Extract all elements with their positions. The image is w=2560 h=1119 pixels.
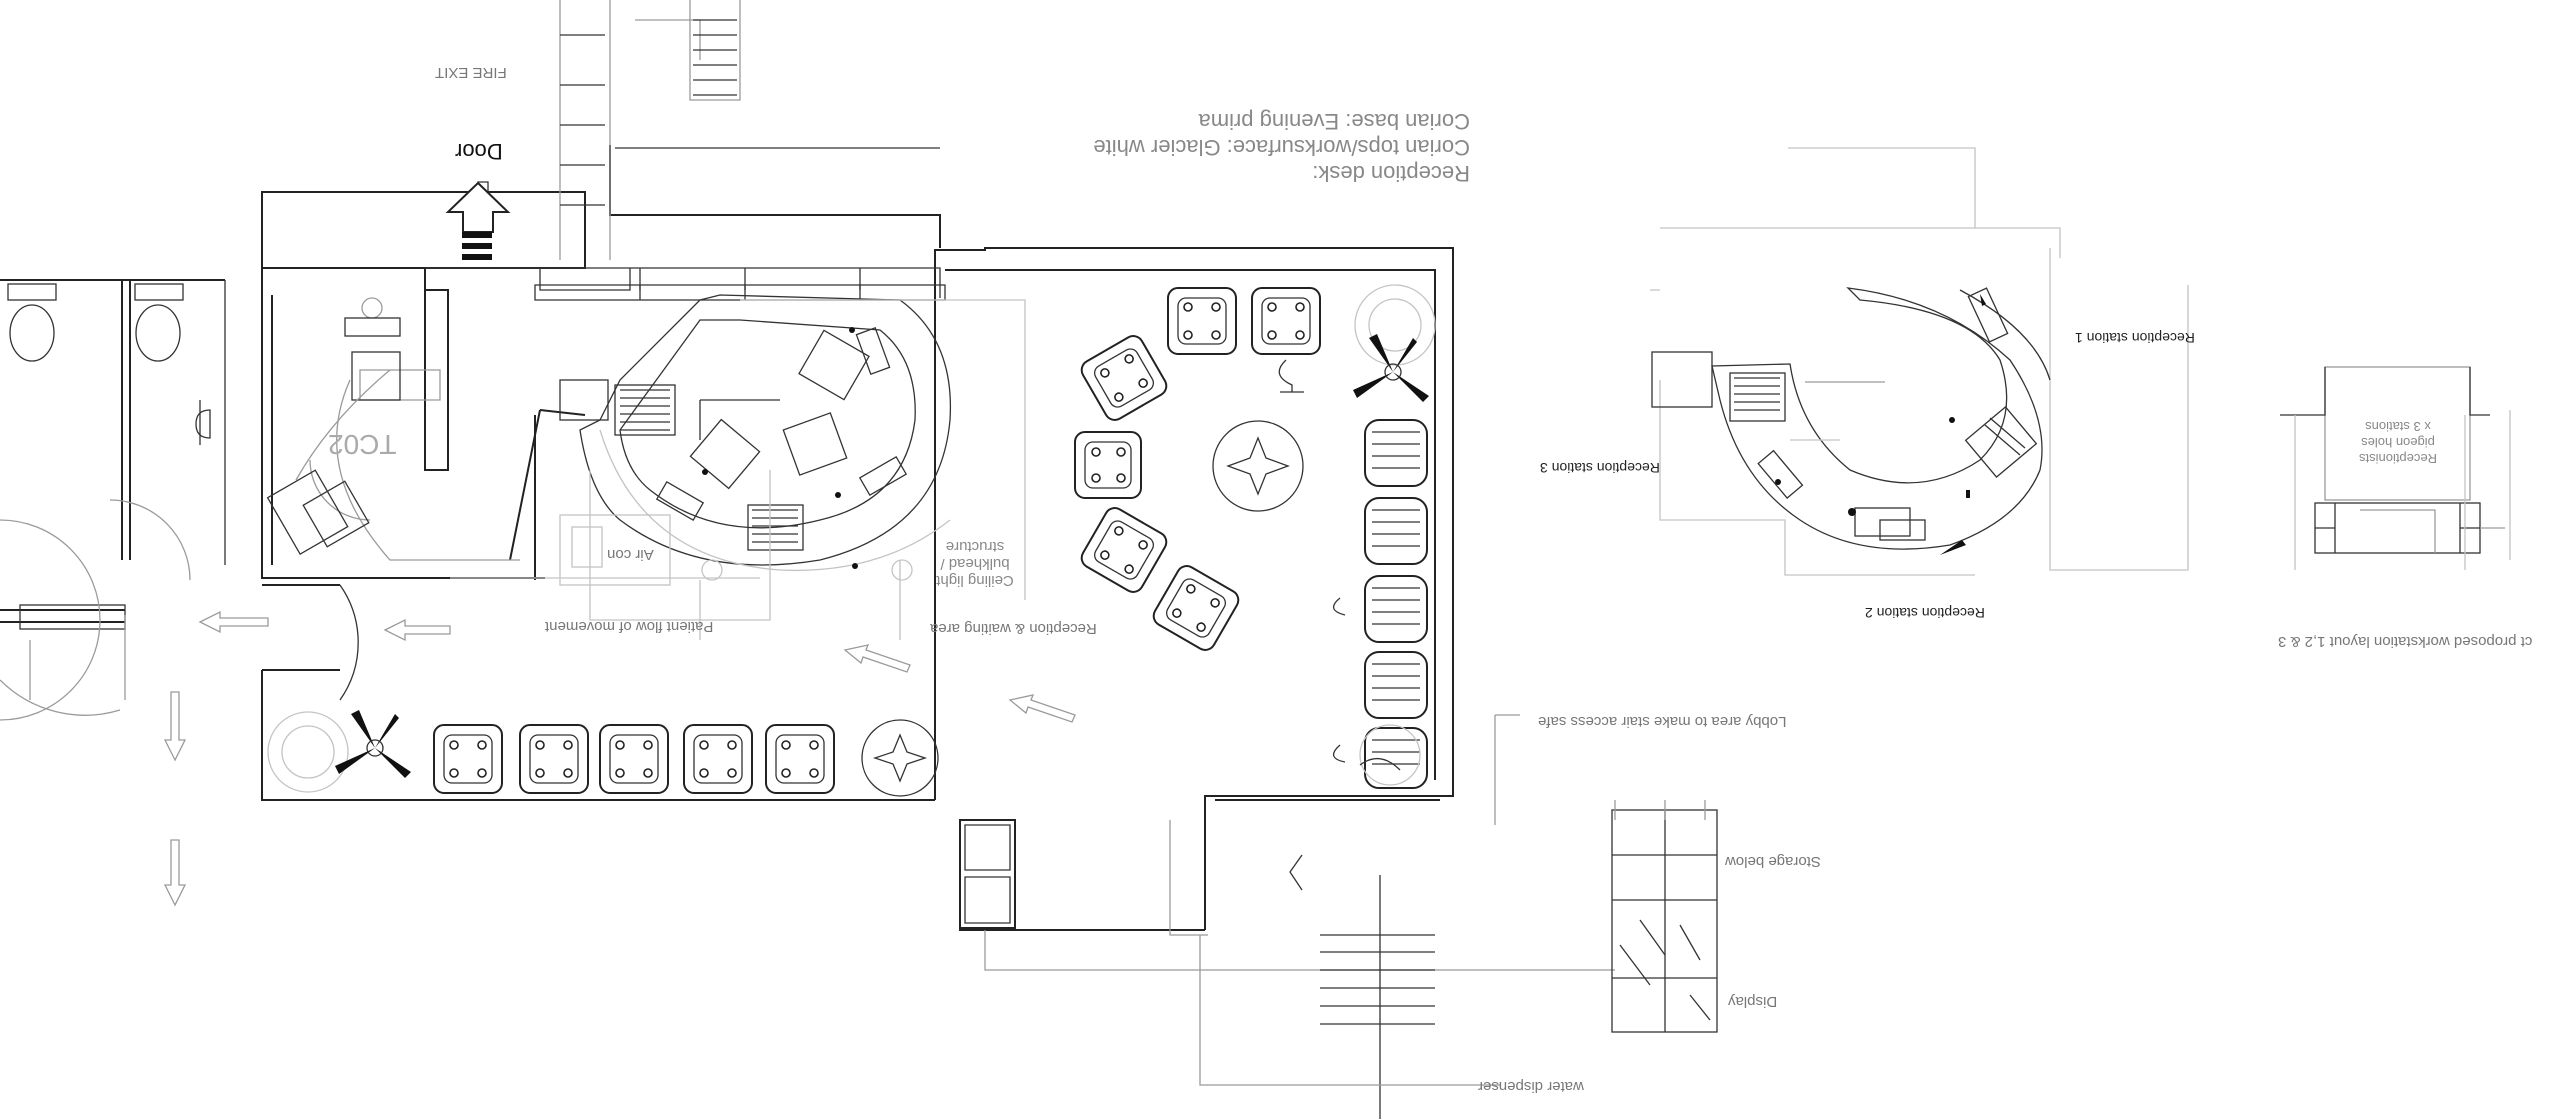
workstation-layout-label: ct proposed workstation layout 1,2 & 3 [2278,633,2533,650]
reception-waiting-label: Reception & waiting area [930,620,1097,637]
pigeon-line-2: pigeon holes [2361,435,2435,450]
pigeon-line-1: Receptionists [2358,451,2438,466]
armchair-icon [1152,565,1240,651]
main-room-walls [261,145,1454,931]
armchair-icon [1167,287,1237,355]
air-con-label: Air con [607,546,654,563]
coffee-table-icon [861,719,939,797]
toilet-icon [134,283,184,362]
reception-station-3-label: Reception station 3 [1540,460,1660,476]
reception-station-2-label: Reception station 2 [1865,605,1985,621]
armchair-icon [1080,507,1168,593]
spec-line-1: Reception desk: [1312,161,1470,186]
storage-below-label: Storage below [1725,853,1821,870]
armchair-icon [599,724,669,794]
ceiling-line-2: bulkhead / [940,555,1010,572]
up-arrow-icon [445,181,511,260]
pigeon-holes-label: Receptionists pigeon holes x 3 stations [2338,418,2458,466]
ceiling-light-label: Ceiling light bulkhead / structure [935,538,1015,589]
tall-storage [534,284,946,301]
pigeon-line-3: x 3 stations [2365,419,2431,434]
lobby-area-label: Lobby area to make stair access safe [1538,713,1787,730]
waiting-chairs-top [1167,287,1321,393]
spec-line-2: Corian tops/worksurface: Glacier white [1093,135,1470,160]
water-dispenser-label: water dispenser [1478,1078,1584,1095]
reception-station-layout [1650,147,2189,576]
reception-desk [559,294,952,640]
hollow-arrow-icon [163,610,1076,907]
reception-station-1-label: Reception station 1 [2075,330,2195,346]
door-label: Door [455,139,503,164]
display-unit [1611,800,1718,1033]
toilet-icon [7,283,57,362]
display-label: Display [1728,993,1778,1010]
reception-desk-spec: Reception desk: Corian tops/worksurface:… [1040,108,1470,186]
ceiling-line-1: Ceiling light [936,572,1014,589]
spec-line-3: Corian base: Evening prima [1198,109,1470,134]
armchair-icon [1074,431,1142,499]
armchair-icon [1251,287,1321,355]
patient-flow-label: Patient flow of movement [545,618,714,635]
fire-exit-label: FIRE EXIT [435,64,507,81]
ceiling-structure [450,299,1026,621]
room-code-label: TC02 [328,429,397,460]
pigeon-holes-unit [2280,366,2511,570]
armchair-icon [519,724,589,794]
waiting-chairs-bottom [433,724,835,794]
fire-exit-stairs [559,0,741,260]
armchair-icon [1080,335,1168,421]
armchair-icon [765,724,835,794]
tc02-workstation [266,297,520,561]
waiting-chairs-diagonal [1074,335,1240,651]
bottom-storage-stairs [959,714,1615,1119]
potted-plant-icon [1353,284,1436,402]
waiting-chairs-right [1333,419,1428,789]
plant-icon [1359,724,1421,786]
armchair-icon [433,724,503,794]
ceiling-line-3: structure [945,538,1005,555]
toilet-block [0,279,226,721]
armchair-icon [683,724,753,794]
coffee-table-icon [1212,420,1304,512]
potted-plant-icon [267,710,411,793]
